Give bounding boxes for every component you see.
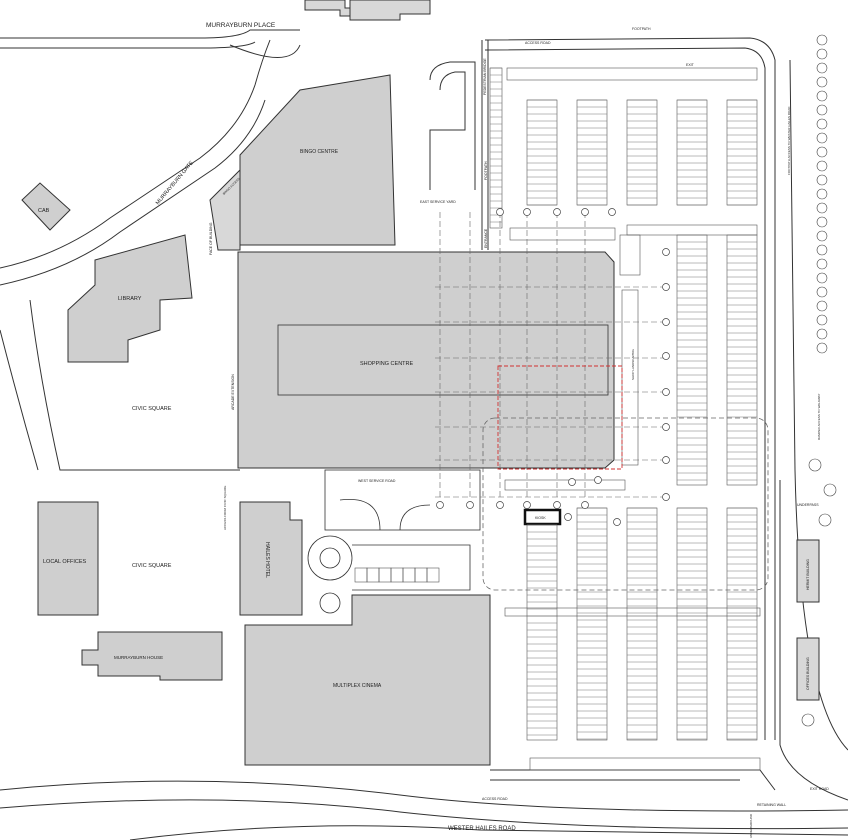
tree xyxy=(816,188,828,200)
arcade-extension-label: ARCADE EXTENSION xyxy=(231,374,235,410)
kiosk xyxy=(523,508,562,526)
tree xyxy=(808,458,822,472)
civic-square-north-label: CIVIC SQUARE xyxy=(132,406,172,412)
tree xyxy=(816,174,828,186)
face-of-building-label: FACE OF BUILDING xyxy=(209,222,213,255)
tree xyxy=(816,34,828,46)
tree xyxy=(816,48,828,60)
murrayburn-house-label: MURRAYBURN HOUSE xyxy=(114,655,163,660)
tree xyxy=(816,62,828,74)
murrayburn-place-label: MURRAYBURN PLACE xyxy=(206,22,276,29)
tree xyxy=(816,104,828,116)
tree xyxy=(816,300,828,312)
tree xyxy=(816,286,828,298)
east-service-yard-label: EAST SERVICE YARD xyxy=(420,200,456,204)
kiosk-label: KIOSK xyxy=(535,516,546,520)
tree xyxy=(816,258,828,270)
tree xyxy=(816,118,828,130)
murrayburn-gate-label: MURRAYBURN GATE xyxy=(155,160,195,206)
exit-road-label: EXIT ROAD xyxy=(810,787,829,791)
east-car-park xyxy=(619,224,758,486)
tree xyxy=(816,314,828,326)
exit-label: EXIT xyxy=(686,63,695,67)
underground-label: UNDERGROUND xyxy=(749,813,753,838)
bingo-annex xyxy=(209,168,241,251)
footpath-top-label: FOOTPATH xyxy=(632,27,651,31)
offices-building-label: OFFICES BUILDING xyxy=(806,657,810,690)
bay-stripes xyxy=(490,67,757,740)
access-road-top-label: ACCESS ROAD xyxy=(525,41,551,45)
hermit-building-label: HERMIT BUILDING xyxy=(806,559,810,590)
entrance-label: ENTRANCE xyxy=(484,228,488,248)
library-label: LIBRARY xyxy=(118,296,142,302)
cab-label: CAB xyxy=(38,208,50,214)
murrayburn-house-building xyxy=(81,631,223,681)
house-block xyxy=(349,0,431,21)
tree xyxy=(816,146,828,158)
tree xyxy=(816,244,828,256)
tree xyxy=(823,483,837,497)
hailes-hotel-label: HAILES HOTEL xyxy=(264,542,270,578)
grid-nodes xyxy=(436,208,670,526)
hermit-building xyxy=(796,539,820,603)
tree xyxy=(816,328,828,340)
shopping-centre-building xyxy=(237,251,615,469)
offices-building xyxy=(796,637,820,701)
bingo-centre-building xyxy=(239,74,396,246)
ramped-access-label: RAMPED ACCESS TO WALKWAY xyxy=(817,394,821,440)
cab-building xyxy=(21,182,71,231)
shop-landscaping-label: SHOP LANDSCAPING xyxy=(631,349,635,380)
multiplex-cinema-label: MULTIPLEX CINEMA xyxy=(333,683,382,689)
tree xyxy=(816,160,828,172)
tree xyxy=(816,132,828,144)
bingo-centre-label: BINGO CENTRE xyxy=(300,149,339,155)
underpass-label: UNDERPASS xyxy=(797,503,819,507)
access-from-civic-square-label: ACCESS FROM CIVIC SQUARE xyxy=(223,486,227,530)
wester-hailes-road-label: WESTER HAILES ROAD xyxy=(448,826,516,832)
access-road-bottom-label: ACCESS ROAD xyxy=(482,797,508,801)
pedestrian-bridge-label: PEDESTRIAN BRIDGE xyxy=(483,58,487,95)
service-area xyxy=(307,469,481,614)
tree xyxy=(816,216,828,228)
car-park-bays xyxy=(489,67,761,771)
west-service-road-label: WEST SERVICE ROAD xyxy=(358,479,396,483)
structural-grid xyxy=(435,208,769,591)
footpath-vertical-label: FOOTPATH xyxy=(484,161,488,180)
local-offices-label: LOCAL OFFICES xyxy=(43,559,87,565)
local-offices-building xyxy=(37,501,99,616)
shopping-centre-label: SHOPPING CENTRE xyxy=(360,361,414,367)
tree xyxy=(816,202,828,214)
tree xyxy=(816,342,828,354)
tree xyxy=(816,272,828,284)
library-building xyxy=(67,234,193,363)
multiplex-cinema-building xyxy=(244,594,491,766)
hotel-parking-bays xyxy=(354,567,440,583)
road-network xyxy=(0,29,848,840)
hailes-hotel-building xyxy=(239,501,303,616)
tree xyxy=(801,713,815,727)
tree xyxy=(816,230,828,242)
civic-square-south-label: CIVIC SQUARE xyxy=(132,563,172,569)
tree xyxy=(818,513,832,527)
tree xyxy=(816,90,828,102)
tree xyxy=(816,76,828,88)
retaining-wall-label: RETAINING WALL xyxy=(757,803,786,807)
buildings xyxy=(21,0,820,766)
footpath-access-label: FOOTPATH ACCESS TO WESTER HAILES ROAD xyxy=(787,106,791,175)
tree-line xyxy=(801,34,837,727)
